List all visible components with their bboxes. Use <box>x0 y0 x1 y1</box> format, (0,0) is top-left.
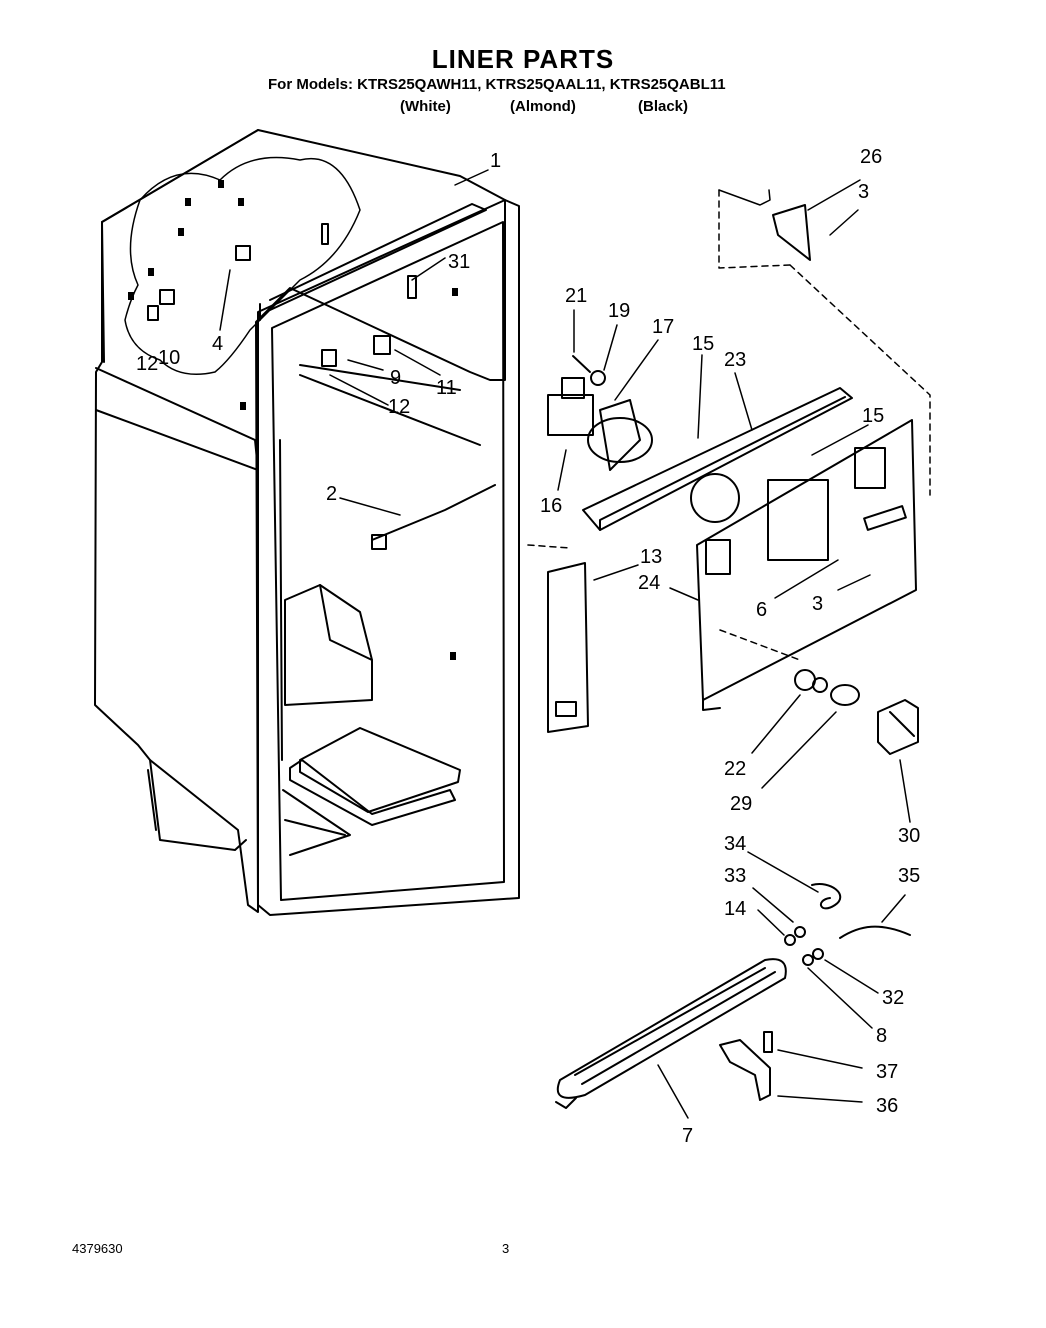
callout-32: 32 <box>882 987 904 1009</box>
callout-30: 30 <box>898 825 920 847</box>
callout-15b: 15 <box>862 405 884 427</box>
callout-22: 22 <box>724 758 746 780</box>
callout-9: 9 <box>390 367 401 389</box>
bracket-part-36 <box>719 1031 773 1101</box>
callout-14: 14 <box>724 898 746 920</box>
callout-labels: 1 26 3 31 21 19 17 15 23 15 12 10 4 9 11… <box>136 146 920 1147</box>
callout-4: 4 <box>212 333 223 355</box>
air-duct-part-13 <box>527 544 589 733</box>
liner-cabinet <box>94 129 520 916</box>
callout-10: 10 <box>158 347 180 369</box>
bracket-part-26 <box>718 189 931 496</box>
callout-16: 16 <box>540 495 562 517</box>
callout-1: 1 <box>490 150 501 172</box>
fan-motor-assembly <box>547 355 653 471</box>
callout-36: 36 <box>876 1095 898 1117</box>
light-socket-and-bulb <box>794 669 860 706</box>
document-number: 4379630 <box>72 1241 123 1256</box>
callout-3b: 3 <box>812 593 823 615</box>
callout-34: 34 <box>724 833 746 855</box>
light-shield-part-30 <box>877 699 919 755</box>
color-label-white: (White) <box>400 98 451 115</box>
callout-15: 15 <box>692 333 714 355</box>
sensor-part-2 <box>371 484 496 550</box>
callout-leader-lines <box>219 169 911 1119</box>
callout-7: 7 <box>682 1125 693 1147</box>
callout-35: 35 <box>898 865 920 887</box>
callout-13: 13 <box>640 546 662 568</box>
callout-23: 23 <box>724 349 746 371</box>
color-label-black: (Black) <box>638 98 689 115</box>
callout-19: 19 <box>608 300 630 322</box>
callout-12b: 12 <box>388 396 410 418</box>
callout-37: 37 <box>876 1061 898 1083</box>
page-number: 3 <box>502 1241 510 1256</box>
defrost-heater-part-7 <box>555 958 787 1109</box>
callout-2: 2 <box>326 483 337 505</box>
page-title: LINER PARTS <box>431 44 615 74</box>
callout-3: 3 <box>858 181 869 203</box>
callout-6: 6 <box>756 599 767 621</box>
callout-17: 17 <box>652 316 674 338</box>
callout-29: 29 <box>730 793 752 815</box>
callout-8: 8 <box>876 1025 887 1047</box>
callout-31: 31 <box>448 251 470 273</box>
callout-11: 11 <box>436 377 457 399</box>
tubing-parts <box>784 883 911 966</box>
evaporator-cover <box>582 387 917 711</box>
color-label-almond: (Almond) <box>510 98 576 115</box>
callout-21: 21 <box>565 285 587 307</box>
callout-26: 26 <box>860 146 882 168</box>
models-line: For Models: KTRS25QAWH11, KTRS25QAAL11, … <box>268 76 726 93</box>
callout-12: 12 <box>136 353 158 375</box>
callout-24: 24 <box>638 572 660 594</box>
callout-33: 33 <box>724 865 746 887</box>
